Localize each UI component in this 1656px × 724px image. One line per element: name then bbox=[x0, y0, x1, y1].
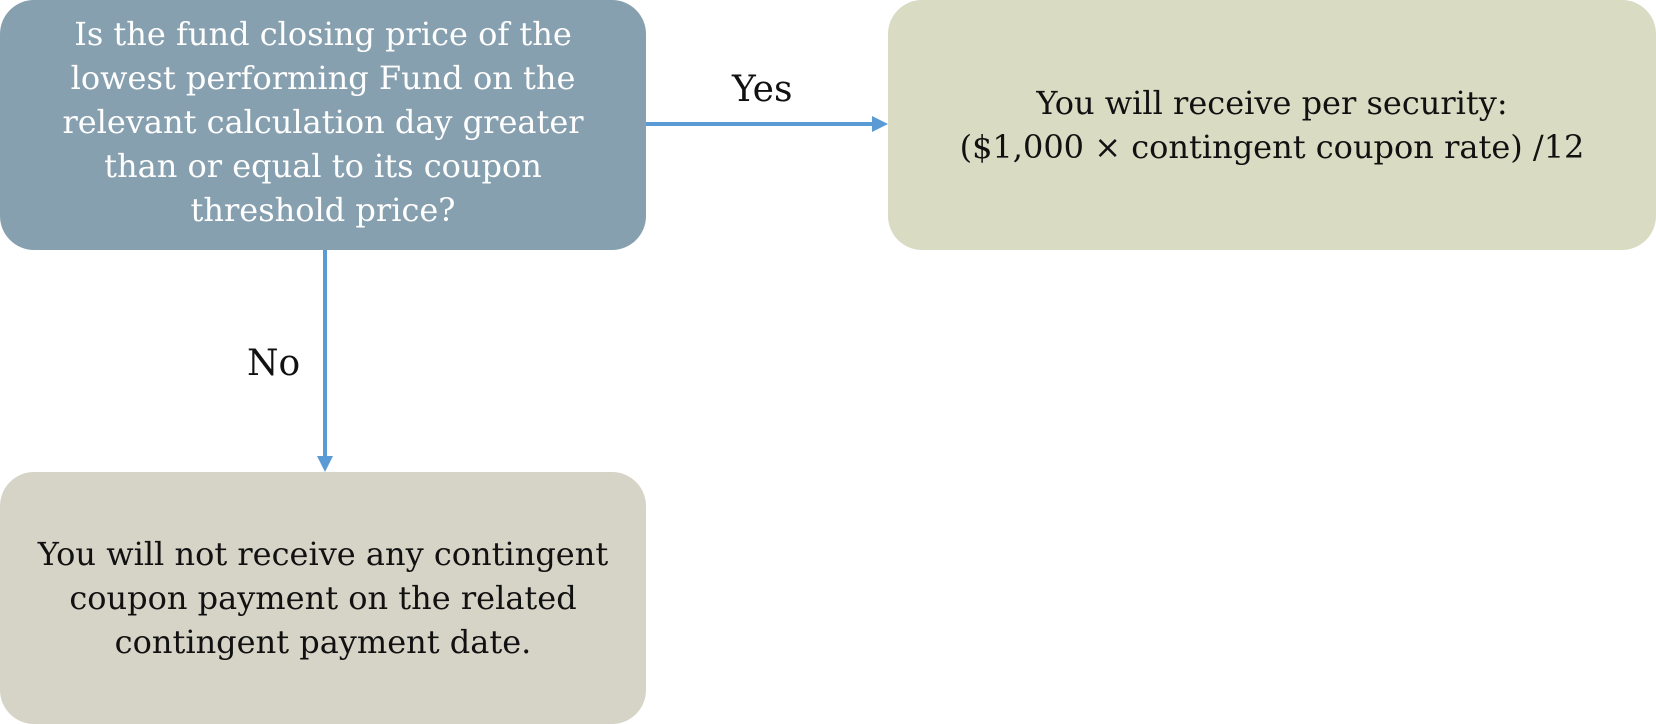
no-edge-label: No bbox=[247, 343, 301, 384]
no-outcome-box: You will not receive any contingent coup… bbox=[0, 472, 646, 724]
yes-outcome-text: You will receive per security: ($1,000 ×… bbox=[959, 84, 1585, 166]
yes-edge-label: Yes bbox=[732, 69, 793, 110]
no-outcome-text: You will not receive any contingent coup… bbox=[37, 535, 609, 661]
no-arrow bbox=[317, 250, 333, 472]
decision-box: Is the fund closing price of the lowest … bbox=[0, 0, 646, 250]
yes-arrow bbox=[646, 116, 888, 132]
decision-question-text: Is the fund closing price of the lowest … bbox=[62, 15, 584, 229]
yes-outcome-box: You will receive per security: ($1,000 ×… bbox=[888, 0, 1656, 250]
